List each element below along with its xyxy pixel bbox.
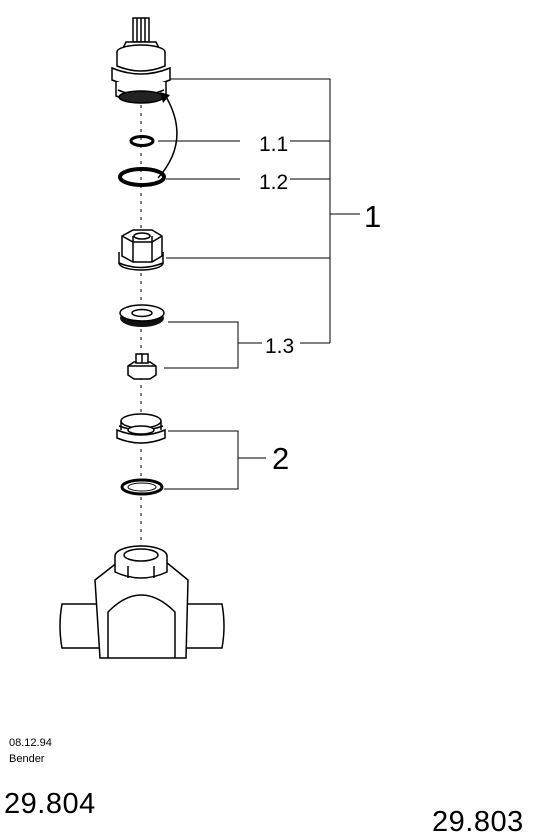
callout-1: 1 [364,199,381,234]
hex-nut [118,229,164,271]
flat-ring [120,478,164,496]
drawing-author: Bender [9,753,45,765]
part-number-right: 29.803 [432,806,524,838]
o-ring [129,135,155,147]
gasket [119,304,165,327]
part-number-left: 29.804 [4,788,96,820]
callout-1-1: 1.1 [259,133,288,156]
plug-nut [127,353,157,380]
cartridge [111,17,171,104]
seal-ring [118,167,166,187]
callout-2: 2 [272,441,289,476]
assembly-arrow [157,94,178,179]
leader-lines [158,78,360,490]
arrow-head-icon [160,92,170,103]
callout-1-2: 1.2 [259,171,288,194]
valve-body [59,545,225,659]
threaded-ring [116,413,166,444]
drawing-date: 08.12.94 [9,737,52,749]
callout-1-3: 1.3 [265,335,294,358]
